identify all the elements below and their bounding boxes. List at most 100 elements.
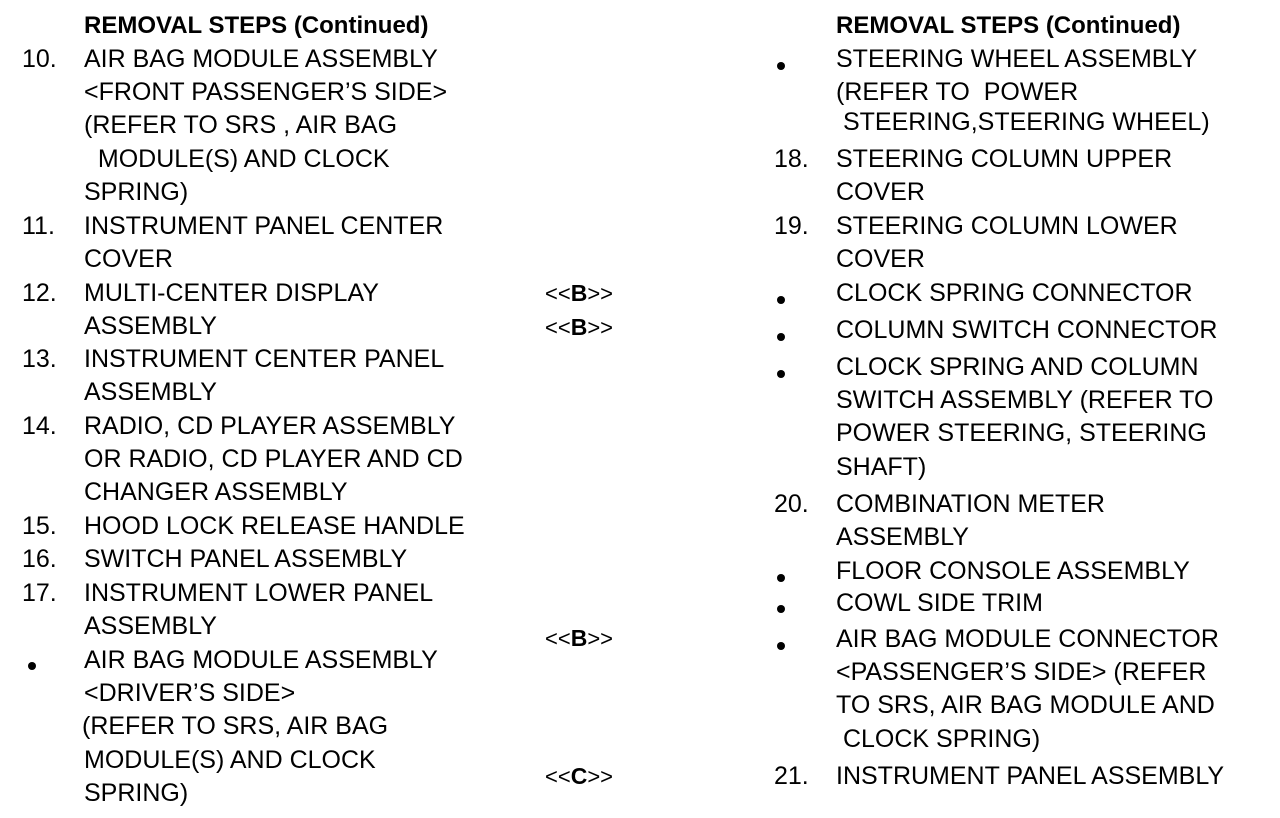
step-line: MODULE(S) AND CLOCK xyxy=(84,144,390,173)
step-line: INSTRUMENT PANEL ASSEMBLY xyxy=(836,762,1225,790)
step-line: COMBINATION METER xyxy=(836,490,1105,518)
step-text: STEERING COLUMN LOWER COVER xyxy=(836,210,1178,276)
step-line: SPRING) xyxy=(84,778,189,807)
step-line: HOOD LOCK RELEASE HANDLE xyxy=(84,512,465,540)
step-text: CLOCK SPRING CONNECTOR xyxy=(836,277,1193,310)
step-line: STEERING,STEERING WHEEL) xyxy=(836,108,1210,137)
reference-marker: <<B>> xyxy=(545,311,613,344)
ref-prefix: << xyxy=(545,315,571,340)
step-number: 16. xyxy=(22,545,57,573)
step-line: COLUMN SWITCH CONNECTOR xyxy=(836,316,1218,344)
step-line: <PASSENGER’S SIDE> (REFER xyxy=(836,658,1207,687)
step-number: 20. xyxy=(774,490,809,518)
ref-suffix: >> xyxy=(587,315,614,340)
step-line: MULTI-CENTER DISPLAY xyxy=(84,279,379,307)
step-line: OR RADIO, CD PLAYER AND CD xyxy=(84,445,463,474)
right-heading: REMOVAL STEPS (Continued) xyxy=(836,12,1181,39)
step-line: STEERING WHEEL ASSEMBLY xyxy=(836,45,1198,73)
step-text: FLOOR CONSOLE ASSEMBLY xyxy=(836,555,1190,588)
step-text: MULTI-CENTER DISPLAY ASSEMBLY xyxy=(84,277,379,343)
step-text: INSTRUMENT CENTER PANEL ASSEMBLY xyxy=(84,343,444,409)
bullet-icon xyxy=(28,662,36,670)
step-line: POWER STEERING, STEERING xyxy=(836,419,1207,448)
step-line: AIR BAG MODULE CONNECTOR xyxy=(836,625,1219,653)
step-number: 17. xyxy=(22,579,57,607)
step-number: 15. xyxy=(22,512,57,540)
step-line: RADIO, CD PLAYER ASSEMBLY xyxy=(84,412,456,440)
step-text: INSTRUMENT PANEL CENTER COVER xyxy=(84,210,443,276)
step-number: 11. xyxy=(22,212,55,240)
step-text: STEERING COLUMN UPPER COVER xyxy=(836,143,1172,209)
step-line: FLOOR CONSOLE ASSEMBLY xyxy=(836,557,1190,585)
step-line: SHAFT) xyxy=(836,452,927,481)
step-line: ASSEMBLY xyxy=(836,523,969,552)
bullet-icon xyxy=(777,370,785,378)
step-line: STEERING COLUMN UPPER xyxy=(836,145,1173,173)
step-number: 19. xyxy=(774,212,809,240)
bullet-icon xyxy=(777,333,785,341)
ref-suffix: >> xyxy=(587,764,614,789)
step-line: COVER xyxy=(84,245,173,274)
ref-prefix: << xyxy=(545,281,571,306)
bullet-icon xyxy=(777,62,785,70)
ref-suffix: >> xyxy=(587,281,614,306)
ref-letter: B xyxy=(570,280,588,306)
bullet-icon xyxy=(777,605,785,613)
step-number: 13. xyxy=(22,345,57,373)
step-number: 10. xyxy=(22,45,57,73)
step-line: INSTRUMENT CENTER PANEL xyxy=(84,345,445,373)
step-number: 21. xyxy=(774,762,809,790)
step-line: <FRONT PASSENGER’S SIDE> xyxy=(84,78,448,107)
bullet-icon xyxy=(777,574,785,582)
step-text: INSTRUMENT LOWER PANEL ASSEMBLY xyxy=(84,577,433,643)
step-line: AIR BAG MODULE ASSEMBLY xyxy=(84,646,438,674)
reference-marker: <<C>> xyxy=(545,760,613,793)
step-text: COLUMN SWITCH CONNECTOR xyxy=(836,314,1217,347)
bullet-icon xyxy=(777,642,785,650)
step-text: COMBINATION METER ASSEMBLY xyxy=(836,488,1105,554)
reference-marker: <<B>> xyxy=(545,277,613,310)
ref-letter: B xyxy=(570,314,588,340)
step-line: INSTRUMENT LOWER PANEL xyxy=(84,579,434,607)
step-text: STEERING WHEEL ASSEMBLY (REFER TO POWER … xyxy=(836,43,1210,140)
step-text: CLOCK SPRING AND COLUMN SWITCH ASSEMBLY … xyxy=(836,351,1213,484)
step-number: 18. xyxy=(774,145,809,173)
step-text: HOOD LOCK RELEASE HANDLE xyxy=(84,510,465,543)
step-line: (REFER TO POWER xyxy=(836,78,1079,107)
step-line: CLOCK SPRING) xyxy=(836,724,1041,753)
step-text: AIR BAG MODULE ASSEMBLY <DRIVER’S SIDE> … xyxy=(82,644,438,810)
step-line: COVER xyxy=(836,178,925,207)
step-line: CLOCK SPRING CONNECTOR xyxy=(836,279,1193,307)
ref-prefix: << xyxy=(545,626,571,651)
reference-marker: <<B>> xyxy=(545,622,613,655)
step-line: ASSEMBLY xyxy=(84,312,217,341)
bullet-icon xyxy=(777,296,785,304)
step-line: <DRIVER’S SIDE> xyxy=(84,679,296,708)
step-line: INSTRUMENT PANEL CENTER xyxy=(84,212,444,240)
step-line: SWITCH ASSEMBLY (REFER TO xyxy=(836,386,1214,415)
step-line: ASSEMBLY xyxy=(84,378,217,407)
step-text: AIR BAG MODULE CONNECTOR <PASSENGER’S SI… xyxy=(836,623,1219,756)
ref-prefix: << xyxy=(545,764,571,789)
step-line: CHANGER ASSEMBLY xyxy=(84,478,348,507)
ref-letter: B xyxy=(570,625,588,651)
step-line: COWL SIDE TRIM xyxy=(836,589,1043,617)
left-heading: REMOVAL STEPS (Continued) xyxy=(84,12,429,39)
step-text: COWL SIDE TRIM xyxy=(836,587,1043,620)
step-line: AIR BAG MODULE ASSEMBLY xyxy=(84,45,438,73)
step-number: 12. xyxy=(22,279,57,307)
step-line: COVER xyxy=(836,245,925,274)
step-line: SWITCH PANEL ASSEMBLY xyxy=(84,545,408,573)
ref-suffix: >> xyxy=(587,626,614,651)
step-line: STEERING COLUMN LOWER xyxy=(836,212,1178,240)
step-text: SWITCH PANEL ASSEMBLY xyxy=(84,543,407,576)
step-line: SPRING) xyxy=(84,177,189,206)
step-number: 14. xyxy=(22,412,57,440)
step-line: (REFER TO SRS, AIR BAG xyxy=(82,712,389,741)
step-line: MODULE(S) AND CLOCK xyxy=(84,745,376,774)
step-text: RADIO, CD PLAYER ASSEMBLY OR RADIO, CD P… xyxy=(84,410,463,510)
step-text: INSTRUMENT PANEL ASSEMBLY xyxy=(836,760,1224,793)
step-text: AIR BAG MODULE ASSEMBLY <FRONT PASSENGER… xyxy=(84,43,447,209)
ref-letter: C xyxy=(570,763,588,789)
